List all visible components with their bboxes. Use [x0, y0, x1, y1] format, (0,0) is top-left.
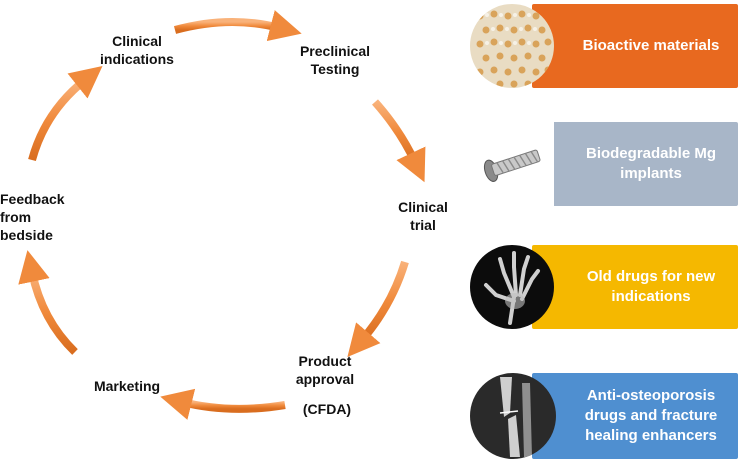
hand-xray-icon	[470, 245, 554, 329]
banner-text: Old drugs for new indications	[586, 268, 716, 305]
panel-bioactive-materials: Bioactive materials	[470, 4, 738, 88]
banner-bioactive-materials: Bioactive materials	[532, 4, 738, 88]
panel-anti-osteoporosis: Anti-osteoporosis drugs and fracture hea…	[470, 373, 738, 459]
label-marketing: Marketing	[93, 378, 161, 394]
banner-text: Biodegradable Mg implants	[585, 145, 716, 182]
label-clinical-indications: Clinical indications	[100, 33, 174, 67]
arrow-approval-to-marketing	[160, 388, 286, 420]
label-preclinical-testing: Preclinical Testing	[299, 43, 371, 77]
panel-old-drugs: Old drugs for new indications	[470, 245, 738, 329]
bone-fracture-xray-icon	[470, 373, 556, 459]
banner-biodegradable-mg: Biodegradable Mg implants	[532, 122, 738, 206]
screw-implant-icon	[470, 122, 554, 206]
label-product-approval: Product approval	[295, 353, 355, 387]
panel-biodegradable-mg: Biodegradable Mg implants	[470, 122, 738, 206]
banner-anti-osteoporosis: Anti-osteoporosis drugs and fracture hea…	[532, 373, 738, 459]
arrow-marketing-to-feedback	[18, 250, 78, 355]
banner-text: Bioactive materials	[582, 37, 720, 54]
label-cfda: (CFDA)	[302, 401, 352, 417]
label-clinical-trial: Clinical trial	[398, 199, 448, 233]
label-feedback-from-bedside: Feedback from bedside	[0, 191, 65, 243]
arrow-indications-to-preclinical	[173, 10, 302, 42]
arrow-trial-to-approval	[347, 260, 409, 358]
mesh-material-icon	[470, 4, 554, 88]
banner-old-drugs: Old drugs for new indications	[532, 245, 738, 329]
arrow-feedback-to-indications	[28, 66, 103, 162]
arrow-preclinical-to-trial	[372, 99, 426, 183]
banner-text: Anti-osteoporosis drugs and fracture hea…	[584, 387, 718, 444]
